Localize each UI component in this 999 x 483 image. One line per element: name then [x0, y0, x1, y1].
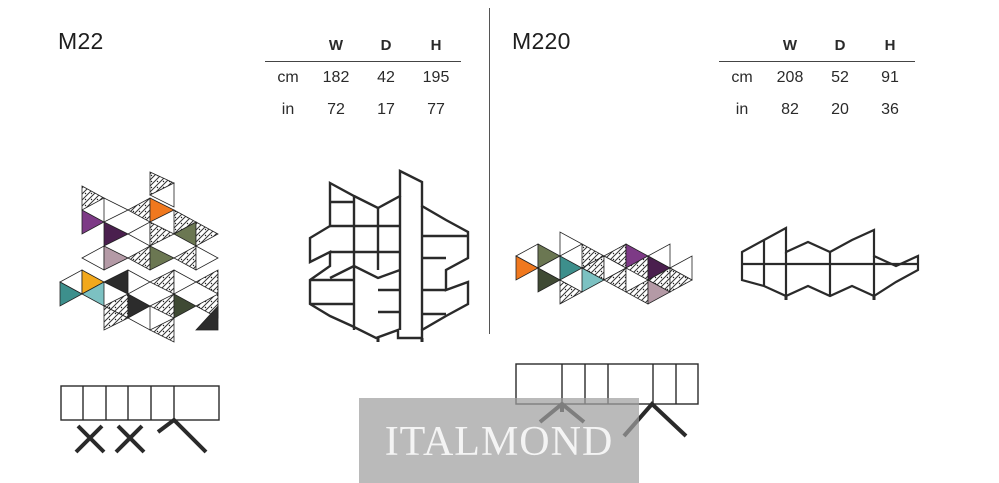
value-width: 82: [781, 101, 799, 118]
value-height: 91: [881, 69, 899, 86]
header-height: H: [865, 32, 915, 62]
leg: [784, 296, 876, 300]
value-width: 208: [776, 69, 804, 86]
shelf-outline: [740, 226, 920, 298]
plan-division: [82, 386, 175, 420]
shelf-panel: [127, 197, 151, 223]
shelf-panel: [127, 305, 151, 331]
shelf-panel: [559, 279, 583, 305]
unit-label: in: [735, 101, 749, 118]
shelf-panel: [81, 281, 105, 307]
unit-label: cm: [731, 69, 753, 86]
shelf-line: [742, 240, 918, 296]
header-blank: [265, 32, 311, 62]
shelf-panel: [103, 221, 129, 247]
shelf-panel: [195, 221, 219, 247]
shelf-panel: [559, 231, 583, 257]
unit-label: in: [281, 101, 295, 118]
row-in: in 82 20 36: [719, 94, 915, 126]
plan-outline: [60, 385, 220, 421]
header-height: H: [411, 32, 461, 62]
leg: [376, 338, 424, 342]
row-in: in 72 17 77: [265, 94, 461, 126]
header-depth: D: [361, 32, 411, 62]
header-depth: D: [815, 32, 865, 62]
shelf-panel: [537, 267, 561, 293]
shelf-panel: [149, 245, 175, 271]
shelf-panel: [149, 182, 175, 208]
m220-colored-illustration: [515, 231, 693, 305]
shelf-panel: [127, 221, 151, 247]
value-width: 72: [327, 101, 345, 118]
shelf-panel: [103, 197, 129, 223]
watermark-text: ITALMOND: [384, 419, 614, 465]
value-depth: 20: [831, 101, 849, 118]
shelf-panel: [669, 267, 693, 293]
shelf-outline: [308, 169, 470, 340]
shelf-panel: [127, 269, 151, 295]
shelf-panel: [149, 197, 175, 223]
dimensions-table-m22: W D H cm 182 42 195 in 72 17 77: [265, 32, 461, 126]
shelf-panel: [81, 245, 105, 271]
shelf-panel: [559, 255, 583, 281]
shelf-panel: [103, 269, 129, 295]
shelf-panel: [81, 209, 105, 235]
value-width: 182: [322, 69, 350, 86]
shelf-panel: [195, 245, 219, 271]
shelf-panel: [173, 293, 197, 319]
m22-line-drawing: [308, 169, 470, 342]
header-width: W: [311, 32, 361, 62]
shelf-panel: [149, 293, 175, 319]
shelf-panel: [149, 269, 175, 295]
unit-label: cm: [277, 69, 299, 86]
value-height: 77: [427, 101, 445, 118]
header-width: W: [765, 32, 815, 62]
value-height: 195: [422, 69, 450, 86]
shelf-panel: [625, 279, 649, 305]
dimensions-table-m220: W D H cm 208 52 91 in 82 20 36: [719, 32, 915, 126]
plan-division: [561, 364, 677, 404]
watermark-banner: ITALMOND: [359, 398, 639, 483]
plan-legs: [74, 417, 208, 454]
row-cm: cm 208 52 91: [719, 62, 915, 95]
shelf-panel: [603, 267, 627, 293]
value-depth: 52: [831, 69, 849, 86]
shelf-panel: [127, 245, 151, 271]
shelf-panel: [195, 304, 219, 331]
m220-line-drawing: [740, 226, 920, 300]
value-depth: 42: [377, 69, 395, 86]
shelf-panel: [81, 185, 105, 211]
header-blank: [719, 32, 765, 62]
shelf-panel: [149, 317, 175, 343]
shelf-panel: [103, 245, 129, 271]
shelf-panel: [581, 267, 605, 293]
shelf-panel: [59, 281, 83, 307]
shelf-panel: [647, 279, 671, 305]
value-depth: 17: [377, 101, 395, 118]
value-height: 36: [881, 101, 899, 118]
shelf-panel: [515, 255, 539, 281]
shelf-line: [310, 196, 468, 330]
column-divider: [489, 8, 490, 334]
m22-colored-illustration: [59, 171, 219, 343]
shelf-panel: [149, 221, 175, 247]
model-title-m220: M220: [512, 28, 571, 54]
m22-plan-view: [60, 385, 220, 454]
shelf-panel: [173, 245, 197, 271]
row-cm: cm 182 42 195: [265, 62, 461, 95]
shelf-panel: [103, 305, 129, 331]
shelf-panel: [173, 269, 197, 295]
model-title-m22: M22: [58, 28, 104, 54]
shelf-panel: [195, 269, 219, 295]
